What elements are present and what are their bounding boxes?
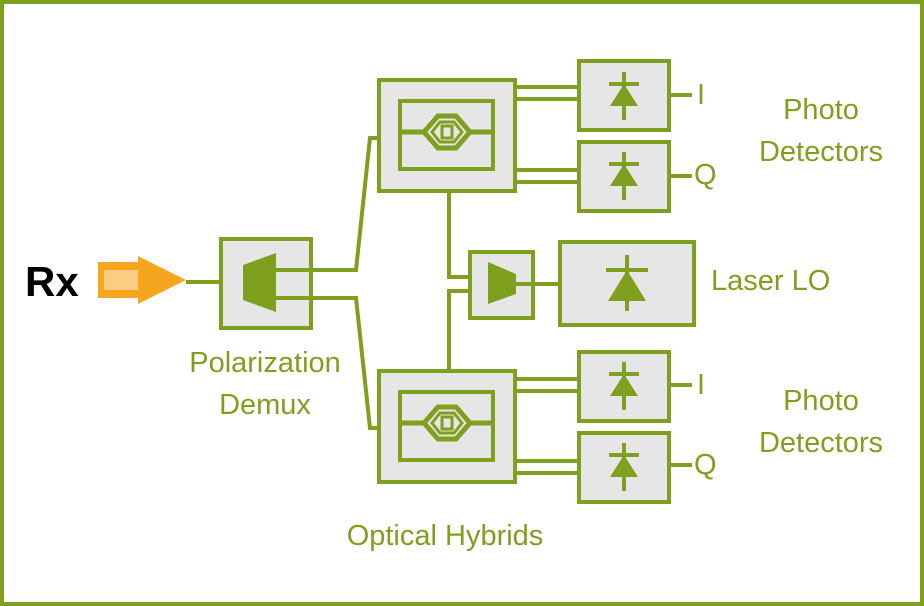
photodetector-top-i [577,59,671,132]
polarization-demux-block [219,237,358,330]
rx-label: Rx [25,258,79,305]
photo-detectors-bottom-line1: Photo [783,385,859,417]
output-label-top-i: I [697,79,706,111]
photo-detectors-top-label: Photo Detectors [740,89,902,173]
photo-detectors-bottom-line2: Detectors [758,427,884,460]
output-label-bottom-i: I [697,369,706,401]
laser-lo-label: Laser LO [711,265,831,297]
photo-detectors-top-line2: Detectors [758,136,884,169]
photo-detectors-top-line1: Photo [783,94,859,126]
output-label-top-q: Q [694,159,717,191]
photodetector-bottom-i [577,350,671,423]
optical-hybrid-bottom [377,369,517,484]
polarization-demux-label-line2: Demux [219,389,311,422]
optical-hybrids-label: Optical Hybrids [346,520,544,552]
laser-lo-block [558,240,696,327]
optical-hybrid-top [377,78,517,193]
photodetector-top-q [577,140,671,213]
input-arrow [98,256,186,304]
output-label-bottom-q: Q [694,449,717,481]
polarization-demux-label: Polarization Demux [165,342,365,426]
photodetector-bottom-q [577,431,671,504]
photo-detectors-bottom-label: Photo Detectors [740,380,902,464]
polarization-demux-label-line1: Polarization [189,347,341,379]
